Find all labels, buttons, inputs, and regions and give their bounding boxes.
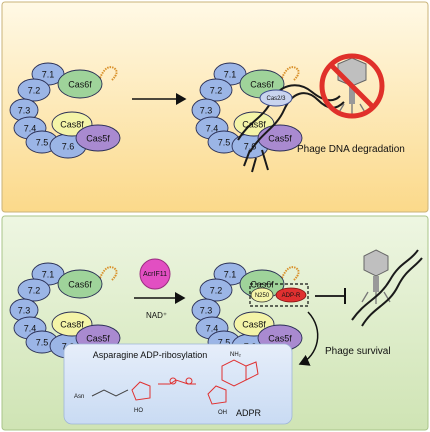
chemistry-inset: [63, 343, 293, 425]
inset-amine-label: NH₂: [230, 352, 242, 358]
subunit-label: Cas6f: [68, 80, 92, 90]
inset-title: Asparagine ADP-ribosylation: [93, 350, 208, 360]
crrna-hairpin: [99, 66, 118, 81]
inset-product-label: ADPR: [236, 408, 262, 418]
subunit-label: 7.1: [42, 70, 55, 80]
cas23-label: Cas2/3: [266, 96, 286, 102]
subunit-label: Cas8f: [242, 320, 266, 330]
inset-hydroxyl2-label: OH: [218, 410, 227, 416]
acrif11-label: AcrIF11: [143, 271, 167, 278]
subunit-label: 7.5: [36, 338, 49, 348]
subunit-7-2: [17, 278, 51, 302]
crrna-hairpin: [281, 266, 300, 281]
subunit-label: 7.1: [224, 270, 237, 280]
dna-helix-bottom: [351, 249, 419, 321]
subunit-label: Cas5f: [86, 134, 110, 144]
subunit-label: Cas8f: [60, 320, 84, 330]
subunit-label: Cas8f: [60, 120, 84, 130]
subunit-label: 7.4: [24, 124, 37, 134]
dna-helix-bottom-strand-2: [361, 257, 423, 327]
acrif11-circle: [139, 258, 171, 290]
inset-asn-label: Asn: [74, 394, 84, 400]
subunit-label: Cas8f: [242, 120, 266, 130]
adp-ribosylation-site: N250 ADP-R: [249, 283, 309, 307]
subunit-label: 7.3: [18, 106, 31, 116]
subunit-cas5f: [75, 124, 121, 152]
dna-degraded-fragments: [243, 149, 269, 173]
inset-hydroxyl-label: HO: [134, 408, 143, 414]
curved-arrow: [298, 311, 319, 366]
subunit-label: Cas5f: [86, 334, 110, 344]
cas2-3-nuclease: Cas2/3: [259, 89, 293, 107]
subunit-7-2: [199, 78, 233, 102]
subunit-label: 7.6: [244, 142, 257, 152]
crrna-hairpin: [99, 266, 118, 281]
crrna-hairpin: [281, 66, 300, 81]
adpr-structure: Asn: [74, 359, 259, 405]
subunit-label: Cas6f: [250, 80, 274, 90]
subunit-label: 7.2: [28, 286, 41, 296]
cofactor-label: NAD⁺: [146, 311, 167, 320]
phage-icon-bottom: [361, 249, 391, 304]
subunit-label: 7.5: [36, 138, 49, 148]
subunit-label: 7.2: [210, 286, 223, 296]
subunit-7-2: [199, 278, 233, 302]
subunit-label: 7.1: [224, 70, 237, 80]
subunit-7-2: [17, 78, 51, 102]
subunit-label: 7.2: [210, 86, 223, 96]
top-result-label: Phage DNA degradation: [297, 144, 405, 155]
subunit-cas6f: [57, 69, 103, 99]
subunit-label: 7.3: [200, 106, 213, 116]
subunit-label: Cas6f: [68, 280, 92, 290]
adpr-tag-label: ADP-R: [282, 293, 301, 299]
subunit-label: 7.4: [24, 324, 37, 334]
subunit-label: 7.5: [218, 138, 231, 148]
subunit-cas5f: [257, 124, 303, 152]
subunit-label: 7.1: [42, 270, 55, 280]
subunit-cas6f: [57, 269, 103, 299]
subunit-label: 7.3: [18, 306, 31, 316]
subunit-label: 7.6: [62, 142, 75, 152]
bottom-result-label: Phage survival: [325, 346, 391, 357]
subunit-label: Cas5f: [268, 334, 292, 344]
n250-label: N250: [255, 293, 270, 299]
subunit-label: 7.2: [28, 86, 41, 96]
subunit-label: 7.3: [200, 306, 213, 316]
subunit-label: Cas5f: [268, 134, 292, 144]
prohibition-icon: [319, 53, 385, 119]
subunit-label: 7.5: [218, 338, 231, 348]
subunit-label: 7.4: [206, 324, 219, 334]
subunit-label: 7.4: [206, 124, 219, 134]
